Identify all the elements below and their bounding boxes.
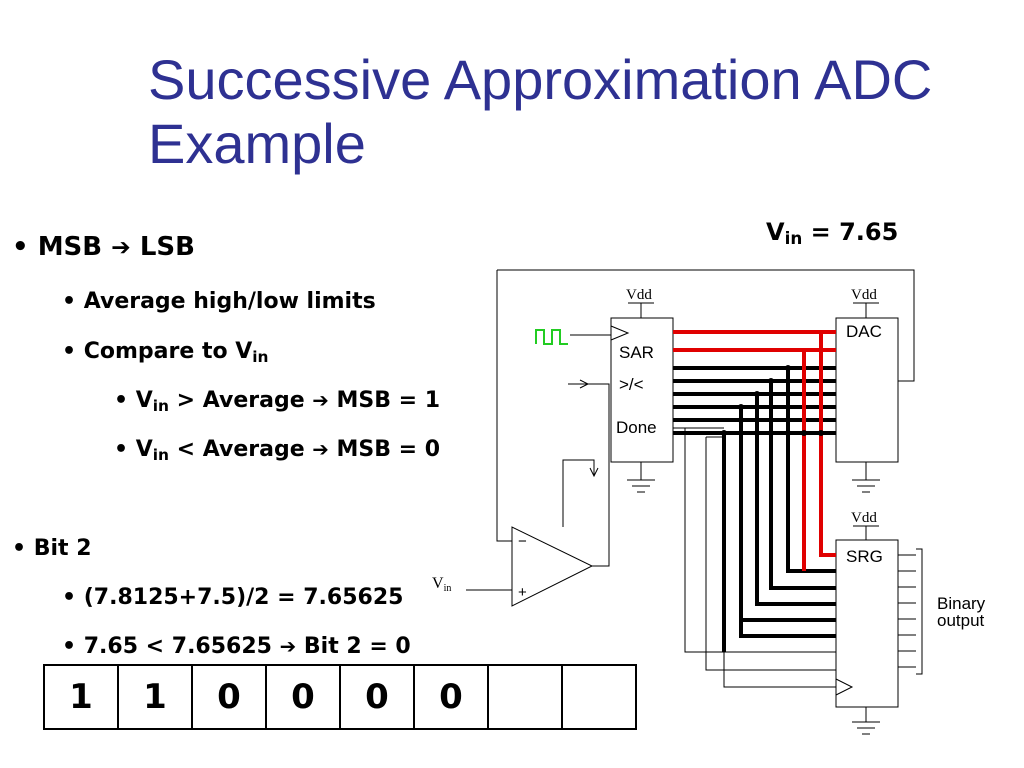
clock-icon <box>535 329 568 345</box>
bit-cell: 0 <box>413 664 489 730</box>
bit-cell: 0 <box>191 664 267 730</box>
compare-text: Compare to V <box>83 339 253 364</box>
circuit-outlines <box>466 269 923 735</box>
sar-label: SAR <box>619 343 654 362</box>
compare-label: >/< <box>619 375 644 394</box>
bit-cell: 1 <box>117 664 193 730</box>
srg-vdd-label: Vdd <box>851 510 877 526</box>
bit-cell: 0 <box>339 664 415 730</box>
arrow-right-icon: ➔ <box>312 389 329 412</box>
compare-sub: in <box>252 347 269 366</box>
dac-label: DAC <box>846 322 882 341</box>
bullet-dot: • <box>12 232 29 262</box>
bullet-average-limits: • Average high/low limits <box>62 289 376 314</box>
bullet-dot: • <box>114 388 129 413</box>
slide-title: Successive Approximation ADC Example <box>148 48 932 176</box>
arrow-right-icon: ➔ <box>312 438 329 461</box>
arrow-right-icon: ➔ <box>279 635 297 658</box>
vin-rest: = 7.65 <box>802 218 899 246</box>
bullet-compare: • Compare to Vin <box>62 339 269 366</box>
sar-block <box>610 317 674 463</box>
bullet-dot: • <box>62 339 77 364</box>
bit-cell: 0 <box>265 664 341 730</box>
bullet-dot: • <box>62 634 77 659</box>
arrow-right-icon: ➔ <box>111 233 131 261</box>
bullet-calc: • (7.8125+7.5)/2 = 7.65625 <box>62 585 403 610</box>
junction-dots <box>721 365 824 436</box>
title-line-1: Successive Approximation ADC <box>148 48 933 111</box>
bit-cell <box>487 664 563 730</box>
bullet-dot: • <box>62 289 77 314</box>
msb-text: MSB <box>37 232 112 262</box>
srg-label: SRG <box>846 547 883 566</box>
comparator-vin-label: Vin <box>432 575 451 594</box>
bullet-dot: • <box>114 437 129 462</box>
bit2-text: Bit 2 <box>33 536 92 561</box>
bullet-msb-lsb: • MSB ➔ LSB <box>12 232 195 262</box>
bullet-bit2: • Bit 2 <box>12 536 92 561</box>
dac-block <box>835 317 899 463</box>
lt-sub: in <box>152 445 169 464</box>
cmp-left: 7.65 < 7.65625 <box>83 634 280 659</box>
binary-label: Binary <box>937 594 986 613</box>
comparator-plus: + <box>518 584 527 601</box>
lt-end: MSB = 0 <box>328 437 441 462</box>
vin-sub: in <box>784 228 803 249</box>
gt-sub: in <box>152 396 169 415</box>
bullet-compare-result: • 7.65 < 7.65625 ➔ Bit 2 = 0 <box>62 634 411 659</box>
dac-vdd-label: Vdd <box>851 287 877 303</box>
gt-end: MSB = 1 <box>328 388 441 413</box>
calc-text: (7.8125+7.5)/2 = 7.65625 <box>83 585 404 610</box>
sar-vdd-label: Vdd <box>626 287 652 303</box>
bit-cell <box>561 664 637 730</box>
lt-mid: < Average <box>169 437 313 462</box>
cmp-right: Bit 2 = 0 <box>296 634 411 659</box>
data-bus-active <box>673 330 836 571</box>
comparator-minus: − <box>518 533 527 550</box>
vin-v: V <box>766 218 785 246</box>
title-line-2: Example <box>148 112 366 175</box>
bullet-vin-greater: • Vin > Average ➔ MSB = 1 <box>114 388 440 415</box>
bullet-vin-less: • Vin < Average ➔ MSB = 0 <box>114 437 440 464</box>
done-label: Done <box>616 418 657 437</box>
output-label: output <box>937 611 985 630</box>
bit-register: 1 1 0 0 0 0 <box>43 664 637 730</box>
lsb-text: LSB <box>130 232 195 262</box>
srg-block <box>835 539 899 708</box>
data-bus-black <box>673 366 836 652</box>
bit-cell: 1 <box>43 664 119 730</box>
lt-v: V <box>135 437 153 462</box>
comparator <box>511 526 594 607</box>
bullet-dot: • <box>12 536 27 561</box>
gt-v: V <box>135 388 153 413</box>
average-limits-text: Average high/low limits <box>83 289 376 314</box>
vin-value-label: Vin = 7.65 <box>766 218 898 248</box>
gt-mid: > Average <box>169 388 313 413</box>
bullet-dot: • <box>62 585 77 610</box>
